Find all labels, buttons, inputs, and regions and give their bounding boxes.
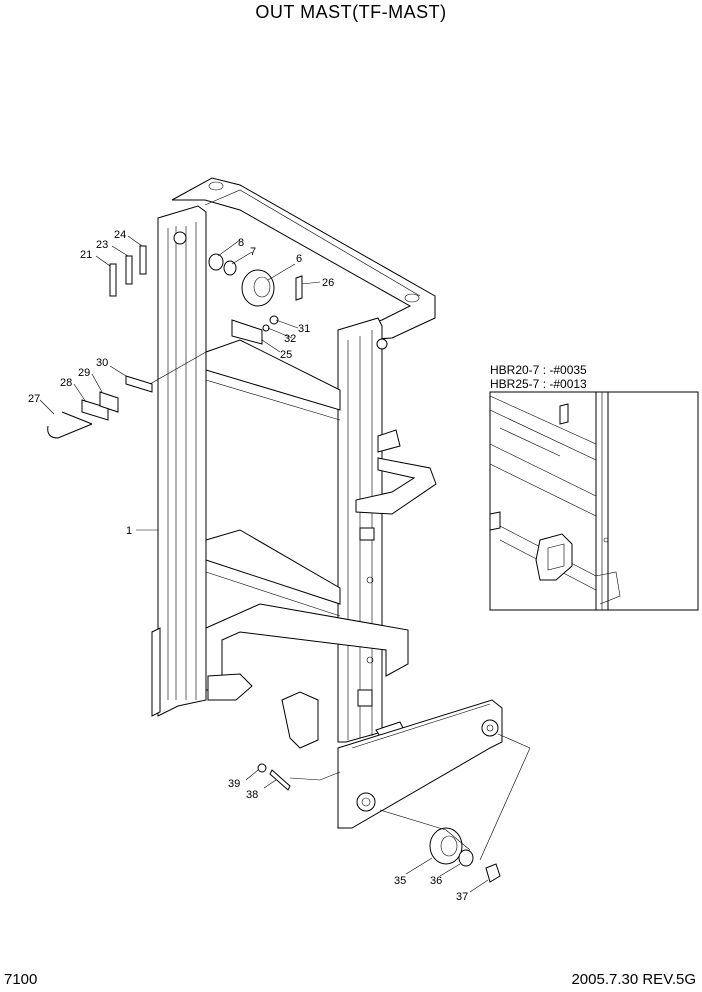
revision-date: 2005.7.30 REV.5G [571,971,696,988]
callout-30: 30 [96,357,108,369]
cap-37 [485,863,501,883]
callout-labels: 1 6 7 8 21 23 24 25 26 27 28 29 30 31 32… [28,229,468,903]
washer-36 [458,849,474,867]
clamp-28 [81,399,109,421]
callout-8: 8 [238,237,244,249]
bottom-plate [337,699,503,829]
callout-7: 7 [250,246,256,258]
callout-31: 31 [298,323,310,335]
middle-crossmember [205,339,341,617]
plate-24 [139,245,147,275]
callout-21: 21 [80,249,92,261]
roller-35 [429,827,463,865]
leader-lines [39,235,531,893]
plate-30 [125,375,153,393]
plate-23 [125,255,133,285]
callout-27: 27 [28,393,40,405]
callout-1: 1 [126,525,132,537]
callout-24: 24 [114,229,126,241]
callout-29: 29 [78,367,90,379]
roller-6 [241,269,275,307]
callout-39: 39 [228,778,240,790]
callout-28: 28 [60,377,72,389]
callout-25: 25 [280,349,292,361]
left-rail [151,205,207,717]
callout-6: 6 [296,253,302,265]
inset-detail: HBR20-7 : -#0035 HBR25-7 : -#0013 [489,363,699,611]
pin-38 [269,769,291,791]
nut-32 [262,324,270,332]
bracket-25 [231,319,263,345]
callout-38: 38 [246,789,258,801]
callout-23: 23 [96,239,108,251]
nut-31 [269,315,279,325]
inset-box [489,391,699,611]
nut-39 [257,763,267,773]
callout-35: 35 [394,875,406,887]
callout-26: 26 [322,277,334,289]
plate-21 [109,263,117,297]
washer-8 [208,253,224,271]
page-number: 7100 [4,971,38,988]
plate-29 [99,391,119,413]
callout-37: 37 [456,891,468,903]
grease-nipple-26 [295,275,303,301]
inset-line-2: HBR25-7 : -#0013 [490,377,587,391]
callout-36: 36 [430,875,442,887]
washer-7 [223,260,237,276]
inset-line-1: HBR20-7 : -#0035 [490,363,587,377]
callout-32: 32 [284,333,296,345]
right-bracket [355,429,437,707]
page-title: OUT MAST(TF-MAST) [255,2,447,22]
u-bolt-27 [47,423,93,439]
